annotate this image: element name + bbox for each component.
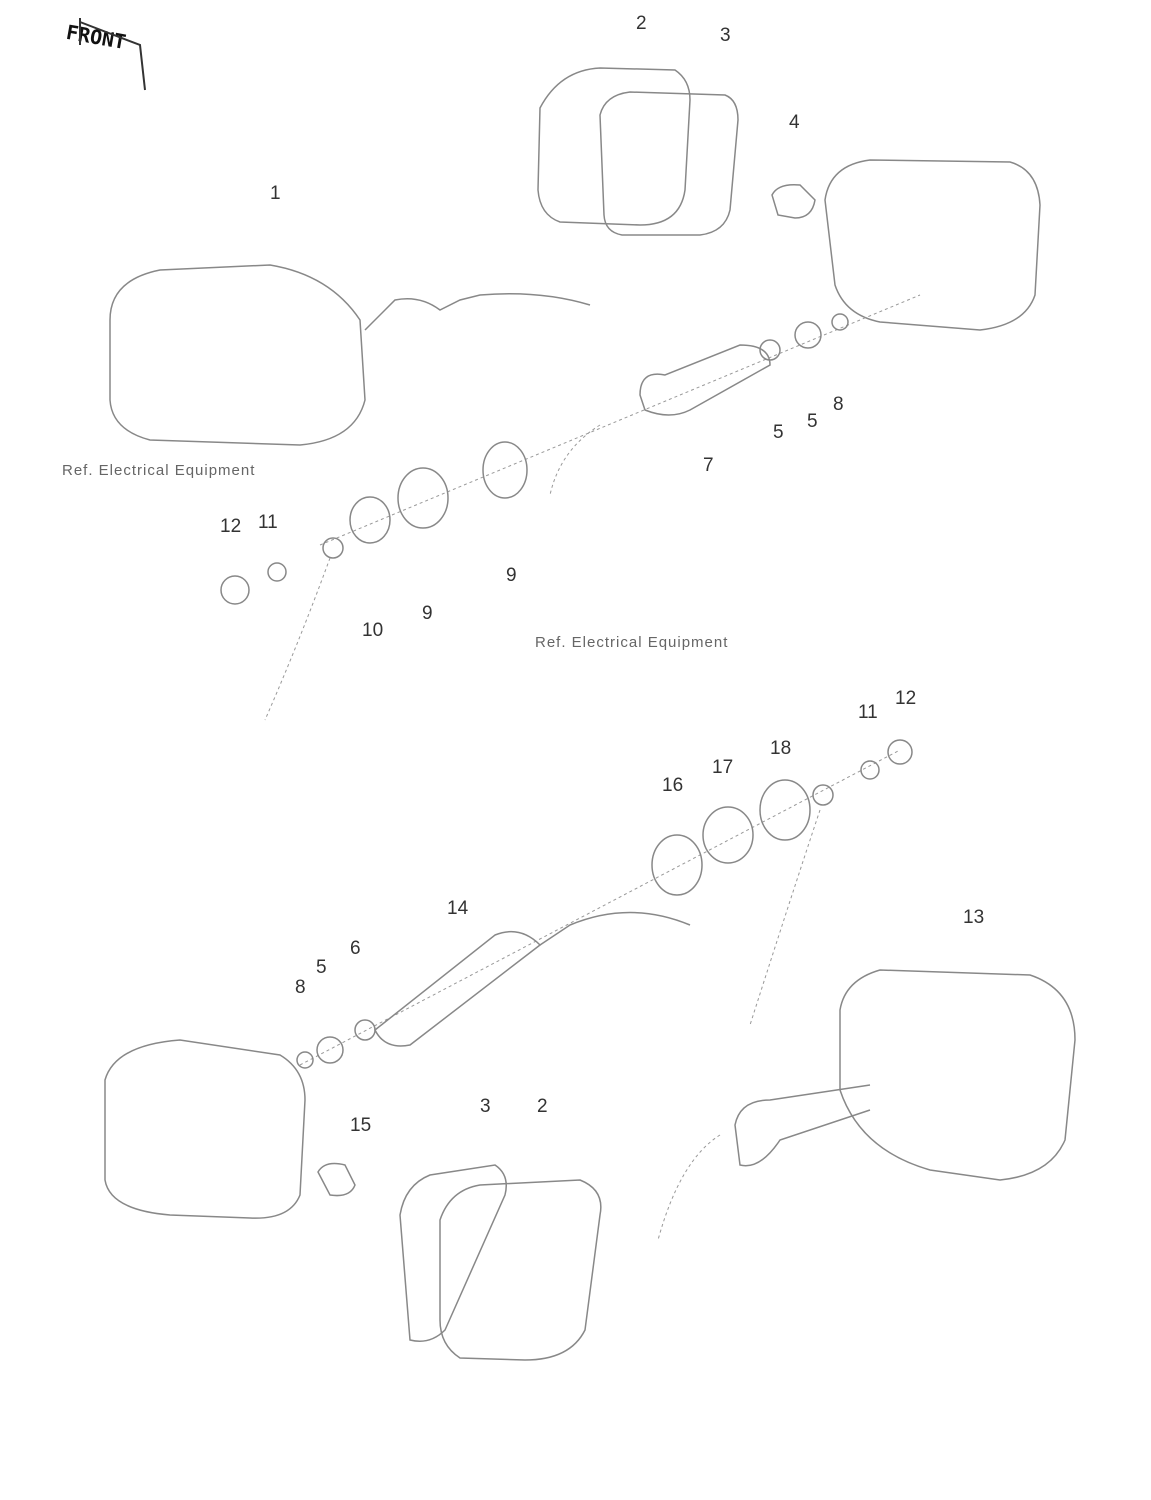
washer-6-top	[759, 339, 781, 361]
bulb-4	[771, 183, 816, 219]
washer-11-bottom	[860, 760, 880, 780]
stem-1	[364, 293, 591, 331]
callout-14: 14	[447, 898, 469, 919]
nut-8-bottom	[296, 1051, 314, 1069]
nut-12-bottom	[887, 739, 913, 765]
callout-9-right: 9	[506, 565, 517, 586]
callout-10: 10	[362, 620, 384, 641]
grommet-18	[759, 779, 811, 841]
lens-2-top	[537, 67, 691, 226]
spacer-17	[702, 806, 754, 864]
callout-7: 7	[703, 455, 714, 476]
stem-13	[734, 1084, 871, 1167]
callout-8-bottom: 8	[295, 977, 306, 998]
washer-11-top	[267, 562, 287, 582]
callout-1: 1	[270, 183, 281, 204]
terminal-top	[322, 537, 344, 559]
gasket-3-bottom	[399, 1164, 507, 1342]
washer-5-bottom	[316, 1036, 344, 1064]
callout-5: 5	[773, 422, 784, 443]
grommet-9-right	[482, 441, 528, 499]
housing-right-top	[824, 159, 1041, 331]
gasket-3-top	[599, 91, 739, 236]
callout-2-bottom: 2	[537, 1096, 548, 1117]
callout-6-bottom: 6	[350, 938, 361, 959]
spacer-10	[349, 496, 391, 544]
callout-12: 12	[220, 516, 242, 537]
callout-5-bottom: 5	[316, 957, 327, 978]
housing-left-bottom	[104, 1039, 306, 1219]
callout-11-bottom: 11	[858, 702, 878, 723]
terminal-bottom	[812, 784, 834, 806]
callout-3-bottom: 3	[480, 1096, 491, 1117]
lens-2-bottom	[439, 1179, 602, 1361]
front-arrow-icon	[79, 18, 146, 91]
washer-6-bottom	[354, 1019, 376, 1041]
reference-note-top: Ref. Electrical Equipment	[62, 462, 256, 479]
bulb-15	[317, 1162, 356, 1197]
callout-3: 3	[720, 25, 731, 46]
housing-1	[109, 264, 366, 446]
callout-4: 4	[789, 112, 800, 133]
callout-5b: 5	[807, 411, 818, 432]
callout-16: 16	[662, 775, 684, 796]
washer-5-top	[794, 321, 822, 349]
grommet-16	[651, 834, 703, 896]
callout-17: 17	[712, 757, 734, 778]
callout-13: 13	[963, 907, 985, 928]
grommet-9-left	[397, 467, 449, 529]
callout-18: 18	[770, 738, 792, 759]
callout-8: 8	[833, 394, 844, 415]
nut-8-top	[831, 313, 849, 331]
callout-12-bottom: 12	[895, 688, 917, 709]
stem-7	[639, 344, 771, 416]
stem-14	[374, 930, 542, 1047]
nut-12-top	[220, 575, 250, 605]
reference-note-bottom: Ref. Electrical Equipment	[535, 634, 729, 651]
callout-11: 11	[258, 512, 278, 533]
callout-2: 2	[636, 13, 647, 34]
callout-9-left: 9	[422, 603, 433, 624]
stem-14-wire	[539, 911, 691, 946]
housing-13	[839, 969, 1076, 1181]
callout-15: 15	[350, 1115, 372, 1136]
